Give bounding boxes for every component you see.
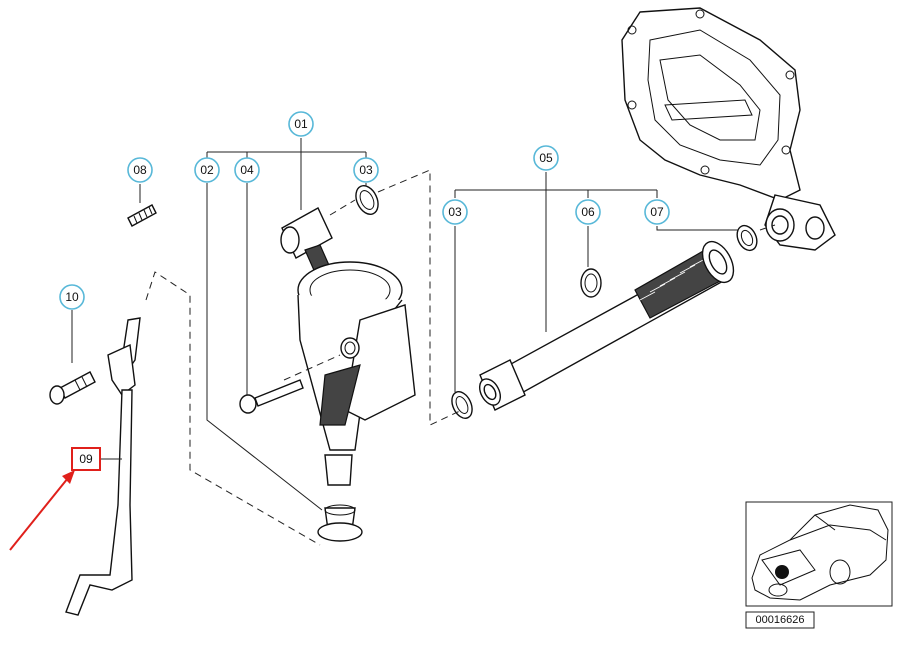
callout-08[interactable]: 08 — [127, 157, 153, 183]
grommet — [317, 504, 363, 542]
svg-text:07: 07 — [650, 205, 664, 219]
callout-04[interactable]: 04 — [234, 157, 260, 183]
bolt-04 — [239, 379, 304, 414]
breather-hose — [478, 240, 735, 411]
svg-text:03: 03 — [448, 205, 462, 219]
seal-ring-03-lower — [451, 391, 473, 419]
callout-03-upper[interactable]: 03 — [353, 157, 379, 183]
svg-text:05: 05 — [539, 151, 553, 165]
callout-02[interactable]: 02 — [194, 157, 220, 183]
leader-lines — [71, 138, 738, 511]
diagram-number: 00016626 — [756, 614, 805, 626]
callout-09-highlighted[interactable]: 09 — [71, 447, 101, 471]
stud-08 — [127, 204, 157, 227]
oil-separator — [280, 207, 416, 486]
callout-03-lower[interactable]: 03 — [442, 199, 468, 225]
seal-ring-06 — [580, 268, 602, 298]
callout-05[interactable]: 05 — [533, 145, 559, 171]
svg-text:08: 08 — [133, 163, 147, 177]
svg-text:06: 06 — [581, 205, 595, 219]
gearbox-housing — [621, 7, 836, 251]
location-marker-icon — [775, 565, 789, 579]
highlight-arrow — [9, 470, 75, 551]
svg-text:03: 03 — [359, 163, 373, 177]
callout-01[interactable]: 01 — [288, 111, 314, 137]
dipstick-tube — [65, 317, 141, 616]
dashed-lines — [145, 169, 776, 546]
svg-text:10: 10 — [65, 290, 79, 304]
seal-ring-07 — [736, 224, 758, 252]
seal-ring-03-upper — [355, 185, 379, 215]
callout-07[interactable]: 07 — [644, 199, 670, 225]
car-thumbnail: 00016626 — [745, 501, 893, 629]
svg-text:09: 09 — [79, 452, 93, 466]
svg-text:04: 04 — [240, 163, 254, 177]
screw-10 — [49, 371, 96, 405]
svg-text:02: 02 — [200, 163, 214, 177]
callout-06[interactable]: 06 — [575, 199, 601, 225]
svg-text:01: 01 — [294, 117, 308, 131]
callout-10[interactable]: 10 — [59, 284, 85, 310]
